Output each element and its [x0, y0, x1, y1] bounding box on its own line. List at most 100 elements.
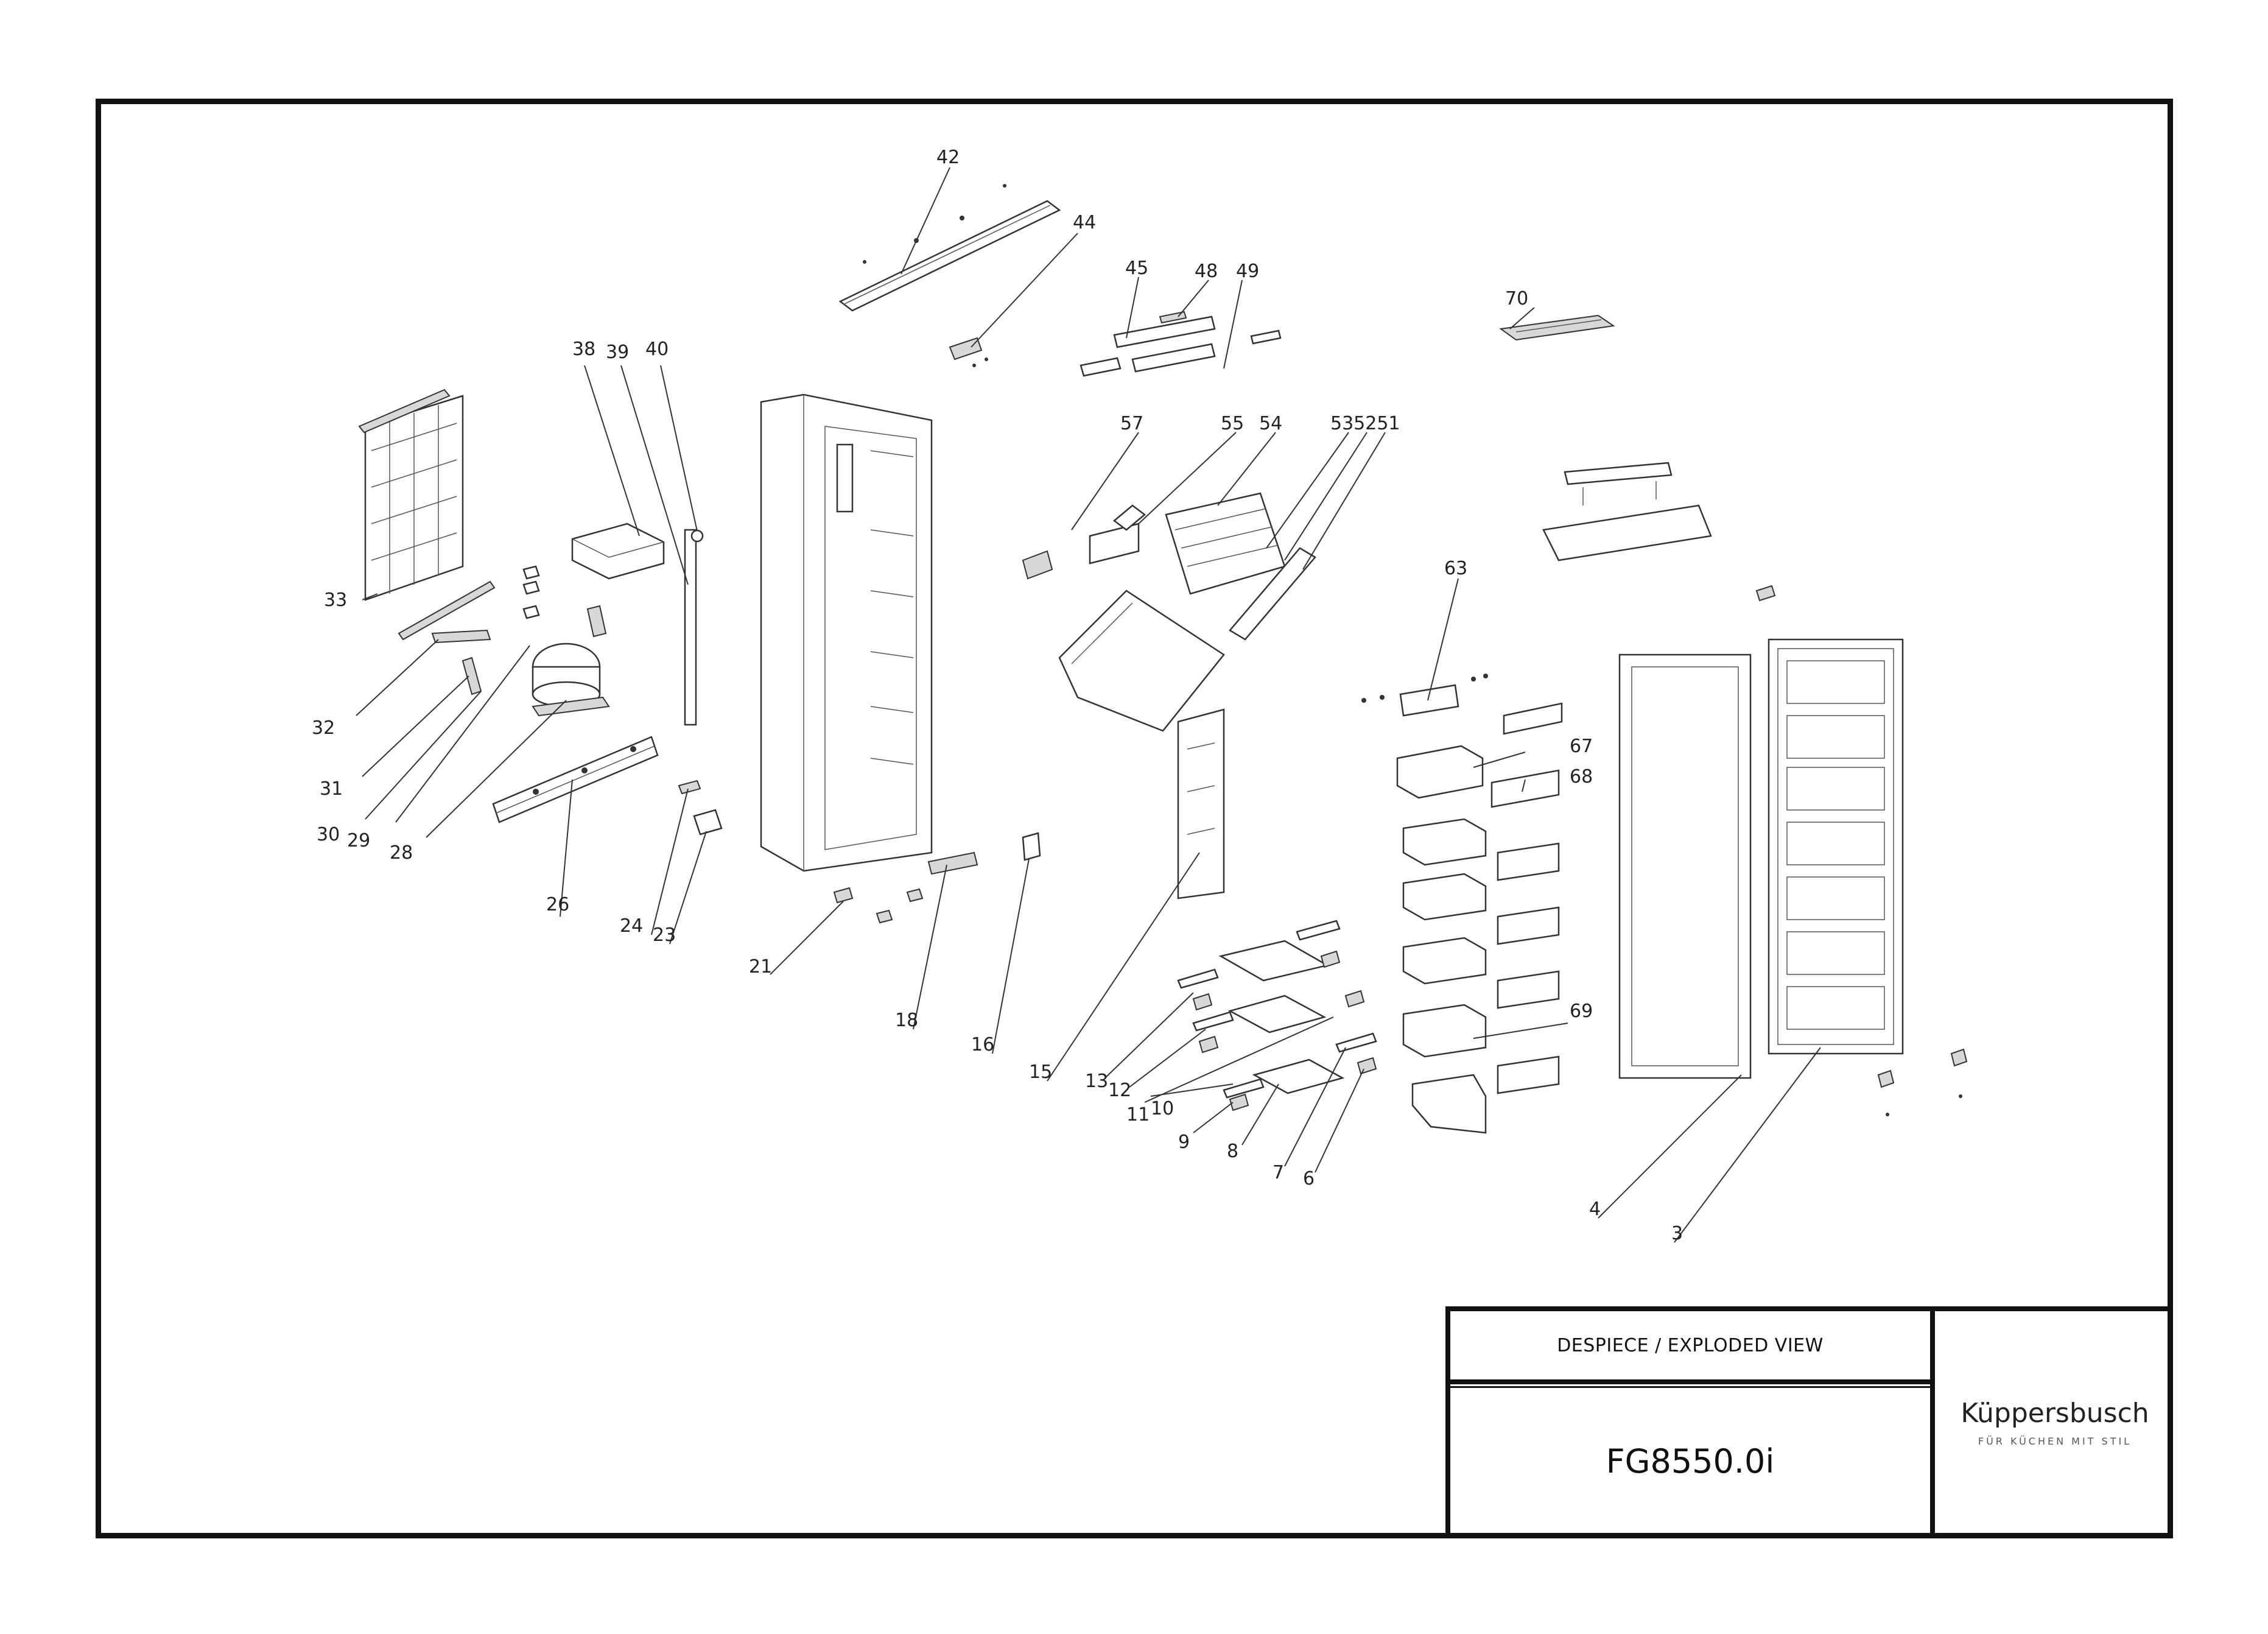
- label-63: 63: [1444, 558, 1467, 579]
- label-3: 3: [1671, 1223, 1683, 1244]
- label-67: 67: [1570, 736, 1593, 757]
- label-49: 49: [1236, 261, 1259, 282]
- label-30: 30: [317, 824, 340, 845]
- part-28-32-compressor: [431, 565, 610, 717]
- label-4: 4: [1589, 1199, 1601, 1220]
- leader-15: [1047, 852, 1200, 1082]
- leader-51: [1302, 432, 1386, 570]
- label-7: 7: [1273, 1162, 1284, 1183]
- leader-9: [1193, 1102, 1234, 1133]
- label-21: 21: [749, 956, 772, 977]
- leader-26: [560, 779, 573, 917]
- leader-42: [901, 167, 950, 275]
- label-38: 38: [572, 339, 595, 360]
- leader-32: [356, 639, 439, 716]
- leader-40: [660, 365, 698, 532]
- label-54: 54: [1259, 413, 1282, 434]
- drawing-frame: [96, 99, 2173, 1538]
- label-31: 31: [320, 778, 343, 800]
- leader-6: [1315, 1068, 1364, 1173]
- label-70: 70: [1505, 288, 1528, 309]
- leader-44: [971, 233, 1078, 348]
- part-23-24-relay: [678, 780, 723, 836]
- title-block-rule: [1445, 1379, 1931, 1384]
- leader-33: [362, 593, 378, 600]
- part-upper-door-bracket: [1542, 462, 1776, 602]
- model-number: FG8550.0i: [1606, 1442, 1775, 1481]
- leader-52: [1284, 432, 1367, 561]
- leader-70: [1509, 307, 1535, 329]
- part-21-18-bottom-hinges: [833, 851, 978, 924]
- part-3-door-liner: [1768, 638, 1904, 1055]
- label-33: 33: [324, 590, 347, 611]
- leader-48: [1178, 280, 1209, 317]
- leader-16: [992, 858, 1030, 1054]
- leader-7: [1284, 1047, 1346, 1167]
- leader-23: [669, 831, 707, 945]
- label-69: 69: [1570, 1001, 1593, 1022]
- leader-31: [362, 675, 469, 777]
- leader-63: [1427, 578, 1459, 701]
- part-44-top-hinge: [949, 337, 988, 367]
- label-29: 29: [347, 830, 370, 851]
- label-48: 48: [1195, 261, 1218, 282]
- label-12: 12: [1108, 1080, 1131, 1101]
- part-57-55-54-evaporator-group: [1022, 492, 1316, 732]
- title-block-rule-thin: [1445, 1386, 1931, 1388]
- label-10: 10: [1151, 1098, 1174, 1119]
- drawing-caption: DESPIECE / EXPLODED VIEW: [1557, 1334, 1824, 1356]
- leader-18: [913, 864, 947, 1030]
- label-11: 11: [1126, 1104, 1150, 1125]
- part-70-vent-grille: [1499, 314, 1615, 341]
- leader-49: [1223, 280, 1243, 369]
- part-4-door-gasket: [1618, 653, 1752, 1079]
- part-45-48-49-control-panel: [1080, 311, 1282, 377]
- label-26: 26: [546, 894, 569, 915]
- label-44: 44: [1073, 212, 1096, 233]
- leader-11: [1144, 1016, 1334, 1103]
- title-block-divider: [1930, 1306, 1935, 1538]
- label-23: 23: [653, 924, 676, 946]
- leader-54: [1217, 432, 1276, 506]
- label-28: 28: [390, 842, 413, 864]
- leader-29: [395, 645, 530, 823]
- leader-30: [365, 691, 482, 820]
- part-26-base-plate: [492, 736, 659, 823]
- label-24: 24: [620, 915, 643, 937]
- leader-68: [1522, 779, 1526, 792]
- leader-45: [1126, 276, 1139, 339]
- label-6: 6: [1303, 1168, 1315, 1189]
- leader-24: [651, 788, 689, 935]
- part-63-69-freezer-drawers: [1361, 674, 1563, 1134]
- leader-13: [1104, 992, 1194, 1079]
- label-16: 16: [971, 1034, 994, 1055]
- label-18: 18: [895, 1010, 918, 1031]
- part-cabinet-body: [760, 393, 933, 872]
- leader-57: [1071, 432, 1139, 530]
- label-9: 9: [1178, 1132, 1190, 1153]
- part-15-rear-panel: [1177, 708, 1225, 900]
- leader-12: [1129, 1029, 1206, 1088]
- leader-38: [584, 365, 640, 537]
- label-32: 32: [312, 717, 335, 739]
- leader-8: [1241, 1083, 1279, 1146]
- leader-3: [1674, 1047, 1821, 1243]
- label-40: 40: [645, 339, 669, 360]
- label-15: 15: [1029, 1062, 1052, 1083]
- label-39: 39: [606, 342, 629, 363]
- label-57: 57: [1120, 413, 1143, 434]
- part-6-13-glass-shelves: [1177, 920, 1377, 1111]
- leader-53: [1266, 432, 1349, 549]
- leader-69: [1473, 1023, 1568, 1039]
- part-38-40-drain: [571, 523, 704, 726]
- part-42-top-cover: [838, 184, 1061, 312]
- leader-4: [1598, 1074, 1742, 1219]
- leader-55: [1138, 432, 1237, 524]
- label-53-52-51: 535251: [1330, 413, 1400, 434]
- part-16-bracket: [1022, 832, 1041, 861]
- label-42: 42: [936, 147, 960, 168]
- label-45: 45: [1125, 258, 1148, 279]
- leader-67: [1473, 752, 1526, 768]
